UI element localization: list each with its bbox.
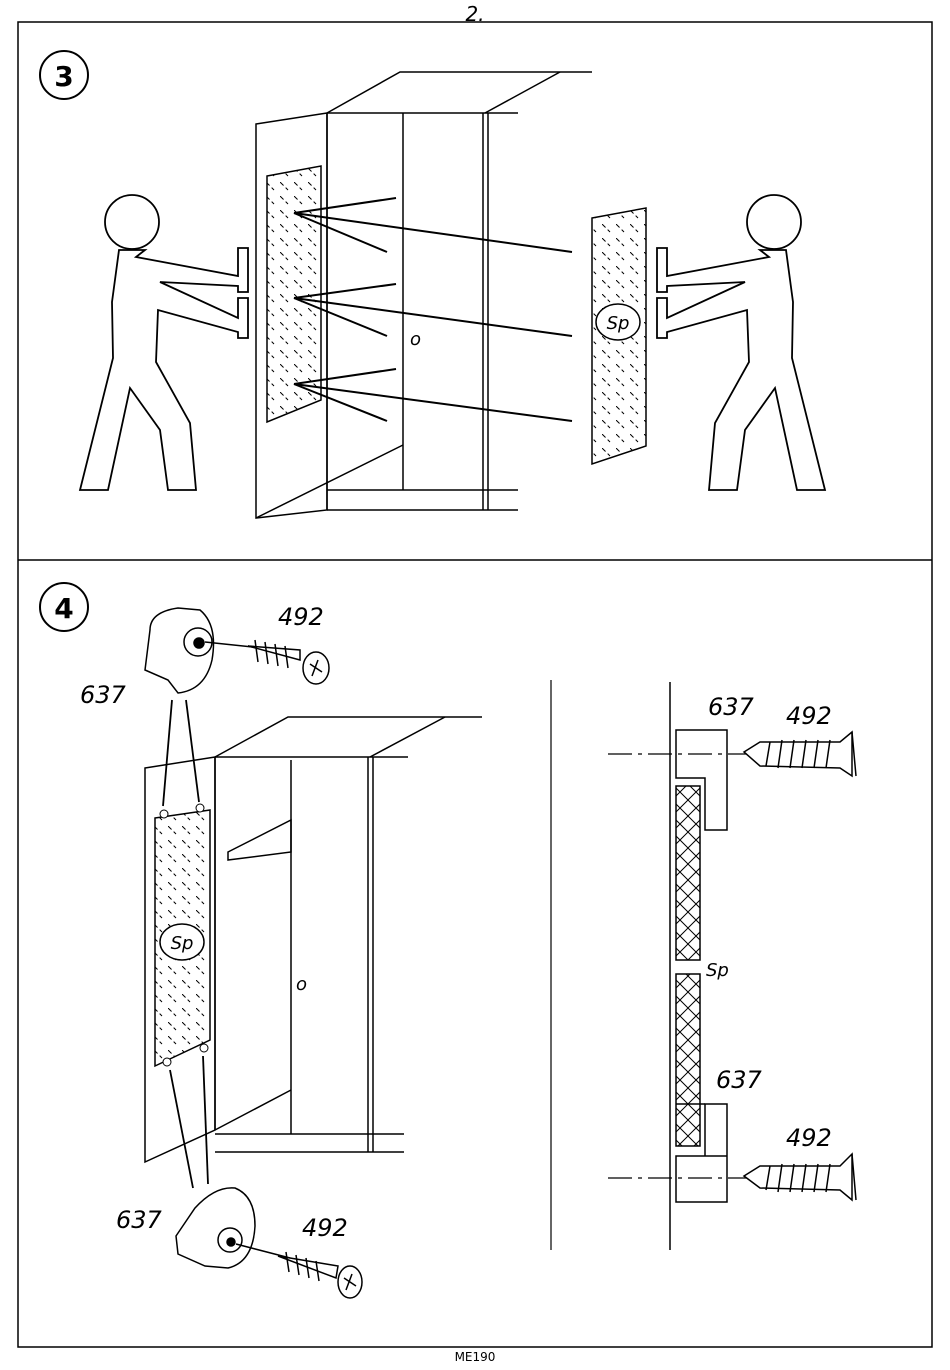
step-4: 4 637 492 [40,583,856,1298]
part-492-top: 492 [278,603,324,631]
bracket-bottom [176,1188,255,1268]
section-part-637-top: 637 [708,693,755,721]
part-637-bottom: 637 [116,1206,163,1234]
step-3: 3 o [40,51,825,518]
section-part-492-bottom: 492 [786,1124,832,1152]
mirror-label: Sp [607,313,630,334]
footer-code: ME190 [0,1350,950,1364]
person-left [80,195,248,490]
step-4-number: 4 [54,592,73,625]
screw-top [205,640,329,684]
step-3-number: 3 [54,60,73,93]
section-part-492-top: 492 [786,702,832,730]
wardrobe-knob-step4: o [296,974,307,995]
section-mirror-label: Sp [706,960,729,981]
mirror-section-bottom [676,974,700,1146]
section-screw-top [744,732,856,776]
section-part-637-bottom: 637 [716,1066,763,1094]
screw-bottom [236,1244,362,1298]
mirror-label-step4: Sp [171,933,194,954]
mirror-section-top [676,786,700,960]
person-right [657,195,825,490]
bracket-top [145,608,214,693]
section-screw-bottom [744,1154,856,1200]
part-492-bottom: 492 [302,1214,348,1242]
part-637-top: 637 [80,681,127,709]
adhesive-callout-lines [294,198,572,421]
wardrobe-knob-step3: o [410,329,421,350]
